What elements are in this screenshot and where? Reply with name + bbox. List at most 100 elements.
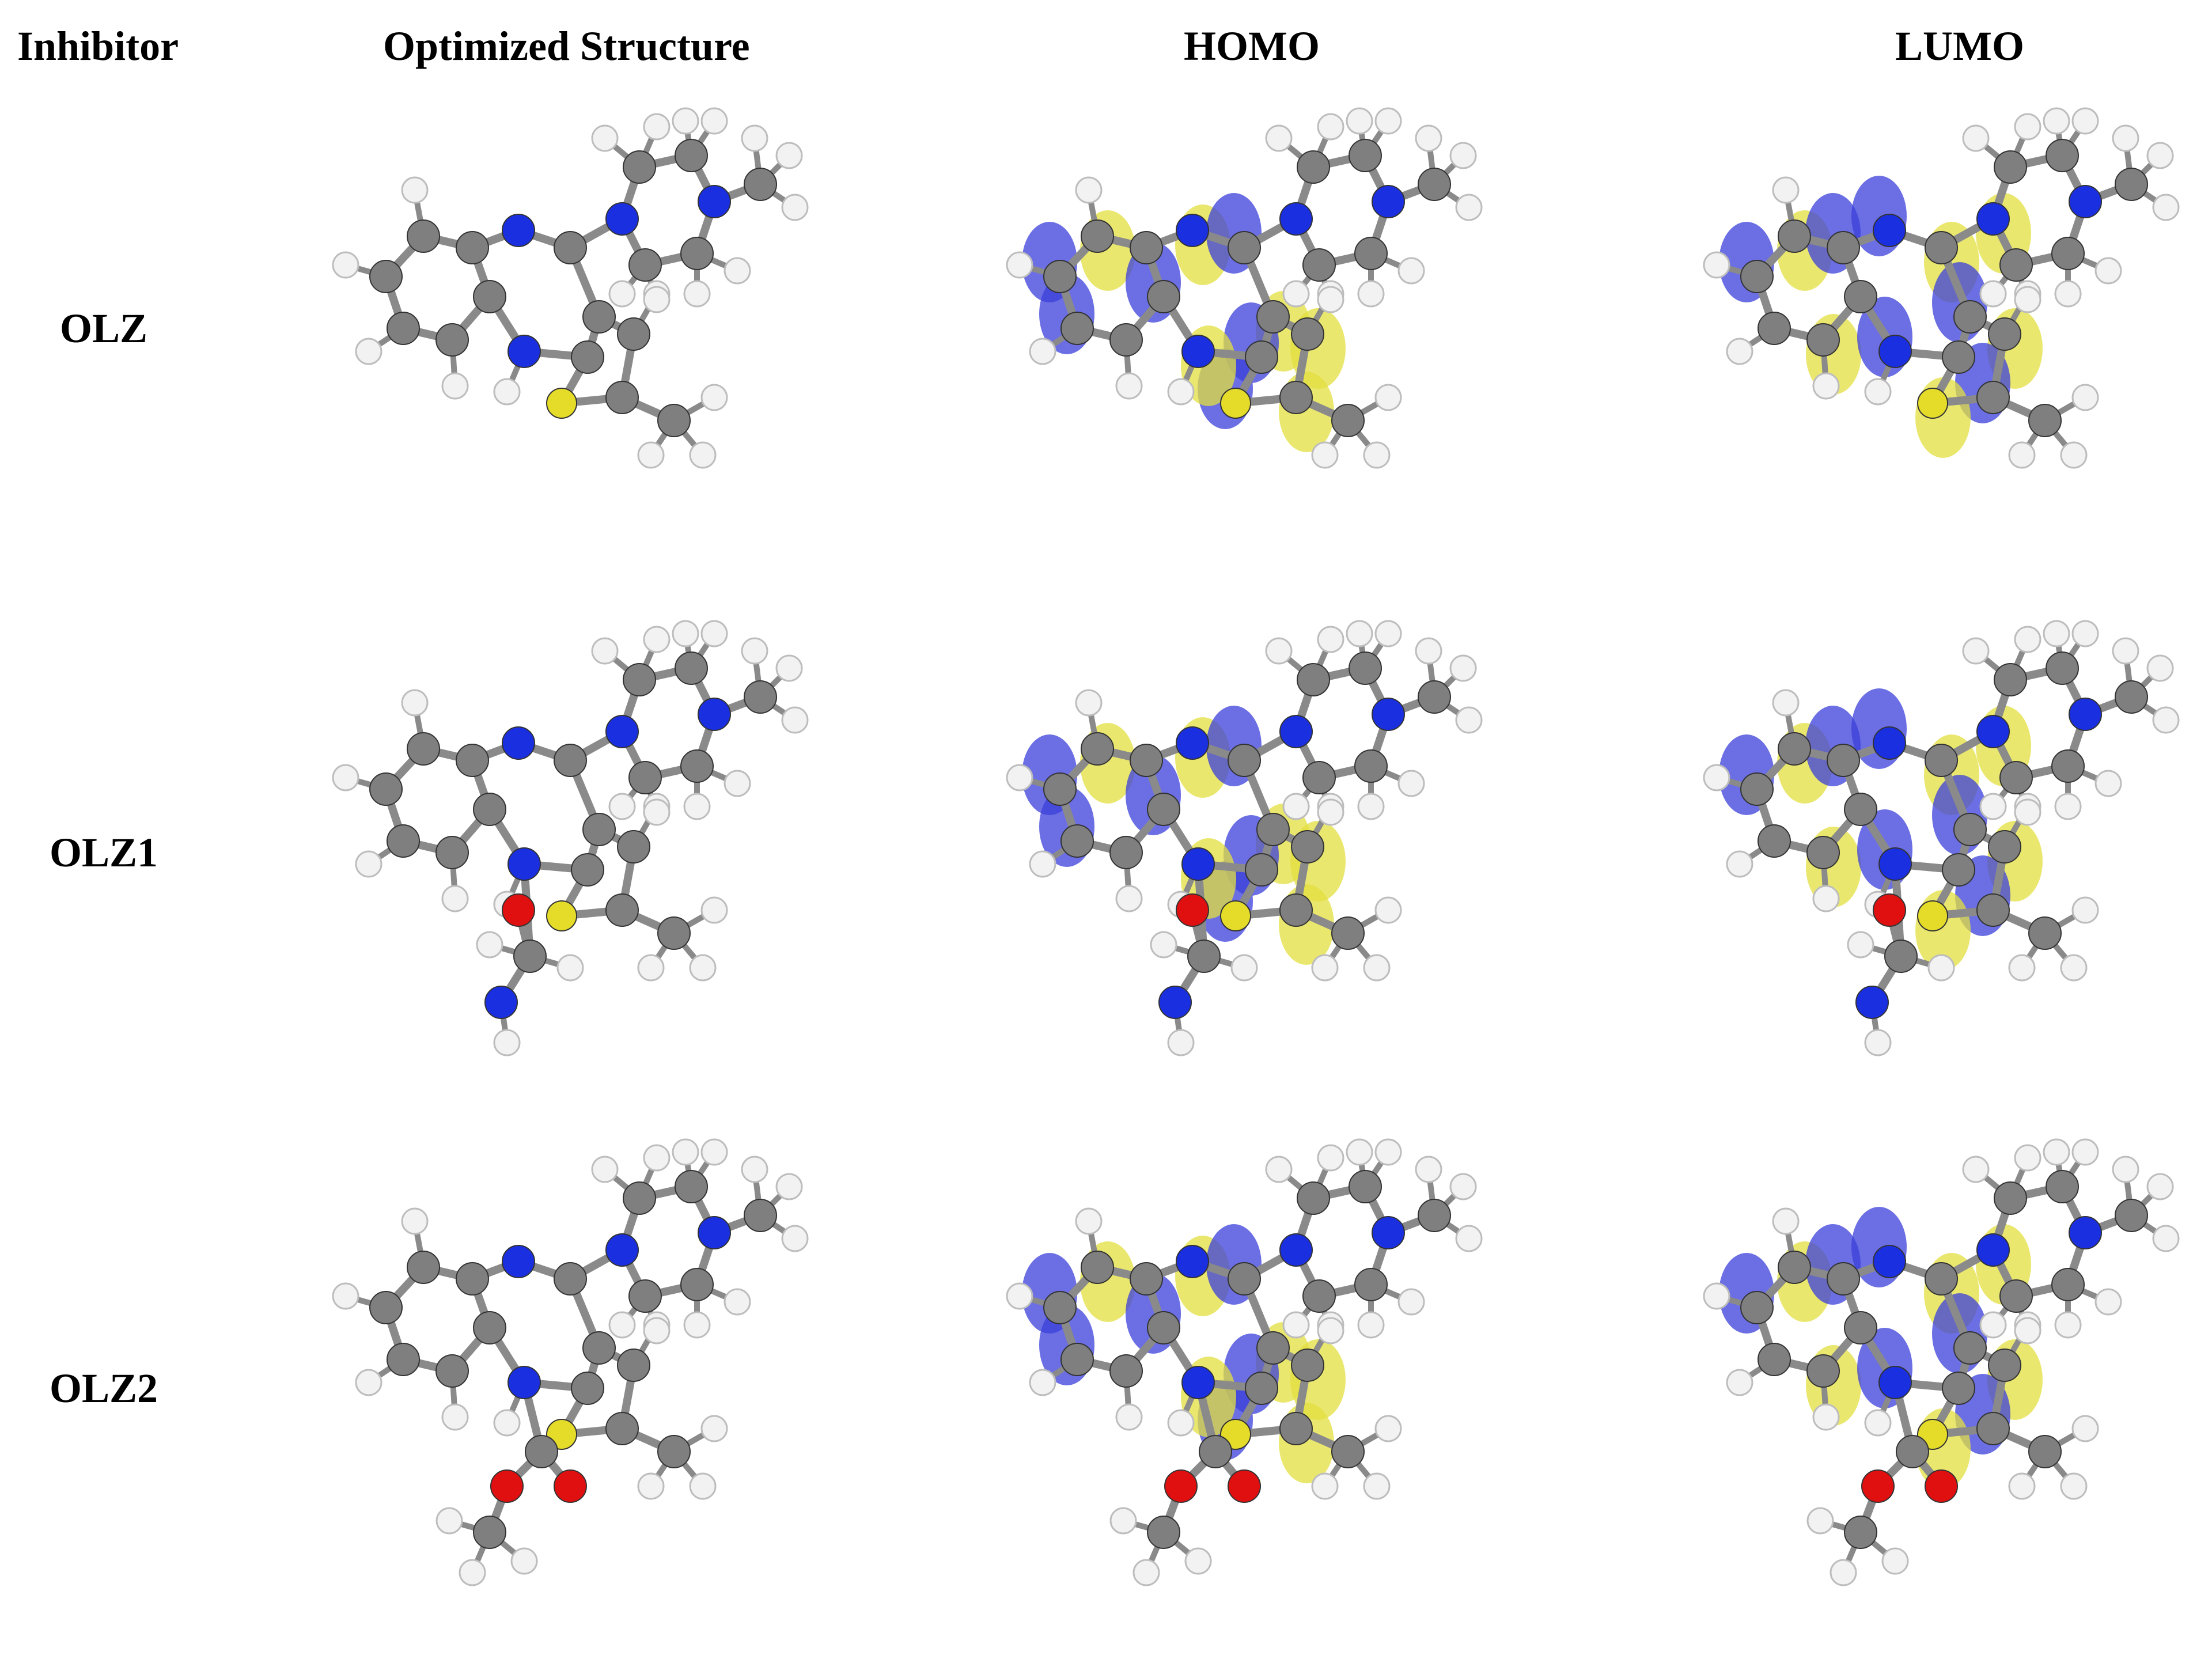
- hydrogen-atom: [1006, 764, 1033, 791]
- hydrogen-atom: [2152, 1225, 2180, 1252]
- carbon-atom: [1081, 219, 1114, 253]
- hydrogen-atom: [2054, 1311, 2082, 1339]
- carbon-atom: [1291, 317, 1324, 351]
- nitrogen-atom: [1181, 1366, 1215, 1399]
- hydrogen-atom: [643, 286, 671, 313]
- hydrogen-atom: [1449, 654, 1477, 682]
- hydrogen-atom: [435, 1507, 463, 1535]
- carbon-atom: [1778, 732, 1811, 766]
- row-label-olz: OLZ: [59, 305, 148, 351]
- hydrogen-atom: [683, 1311, 711, 1339]
- nitrogen-atom: [1279, 715, 1313, 748]
- hydrogen-atom: [1115, 372, 1143, 400]
- carbon-atom: [1942, 1372, 1975, 1405]
- nitrogen-atom: [1878, 847, 1912, 881]
- carbon-atom: [2028, 916, 2062, 950]
- carbon-atom: [1147, 793, 1180, 826]
- hydrogen-atom: [1979, 280, 2007, 308]
- hydrogen-atom: [1075, 689, 1103, 717]
- hydrogen-atom: [2112, 1156, 2139, 1183]
- nitrogen-atom: [698, 1216, 731, 1249]
- carbon-atom: [1844, 793, 1877, 826]
- hydrogen-atom: [2152, 194, 2180, 221]
- molecule-homo-image: [1006, 620, 1483, 1056]
- hydrogen-atom: [556, 954, 584, 982]
- carbon-atom: [1418, 1199, 1451, 1232]
- hydrogen-atom: [355, 1369, 382, 1396]
- hydrogen-atom: [683, 793, 711, 820]
- carbon-atom: [1418, 680, 1451, 714]
- hydrogen-atom: [741, 1156, 768, 1183]
- carbon-atom: [1081, 1251, 1114, 1284]
- molecule: [1006, 620, 1483, 1056]
- hydrogen-atom: [2094, 770, 2122, 797]
- molecule: [332, 107, 809, 469]
- hydrogen-atom: [2094, 257, 2122, 285]
- carbon-atom: [369, 1291, 403, 1324]
- hydrogen-atom: [1864, 378, 1892, 406]
- molecule: [1703, 107, 2180, 469]
- hydrogen-atom: [1415, 637, 1442, 665]
- carbon-atom: [1279, 381, 1313, 414]
- carbon-atom: [1778, 219, 1811, 253]
- carbon-atom: [513, 940, 547, 973]
- hydrogen-atom: [689, 1472, 717, 1500]
- atoms: [1703, 107, 2180, 469]
- nitrogen-atom: [507, 847, 541, 881]
- molecule: [1006, 1138, 1483, 1586]
- carbon-atom: [744, 1199, 777, 1232]
- nitrogen-atom: [1279, 1233, 1313, 1267]
- hydrogen-atom: [1881, 1547, 1909, 1575]
- carbon-atom: [623, 150, 656, 184]
- carbon-atom: [2028, 1435, 2062, 1468]
- carbon-atom: [657, 1435, 691, 1468]
- carbon-atom: [1291, 830, 1324, 863]
- hydrogen-atom: [643, 1317, 671, 1344]
- carbon-atom: [1109, 836, 1143, 869]
- carbon-atom: [582, 813, 616, 846]
- hydrogen-atom: [1397, 1288, 1425, 1316]
- carbon-atom: [2051, 749, 2085, 783]
- hydrogen-atom: [608, 1311, 636, 1339]
- hydrogen-atom: [1363, 1472, 1391, 1500]
- hydrogen-atom: [741, 637, 768, 665]
- carbon-atom: [407, 1251, 440, 1284]
- molecule-optimized-image: [332, 620, 809, 1056]
- hydrogen-atom: [1703, 764, 1730, 791]
- hydrogen-atom: [1311, 954, 1339, 982]
- hydrogen-atom: [1455, 194, 1483, 221]
- hydrogen-atom: [1282, 280, 1310, 308]
- carbon-atom: [387, 1343, 420, 1376]
- hydrogen-atom: [1357, 280, 1385, 308]
- hydrogen-atom: [1812, 885, 1840, 912]
- hydrogen-atom: [1006, 1282, 1033, 1310]
- carbon-atom: [2028, 404, 2062, 437]
- nitrogen-atom: [2069, 698, 2102, 731]
- carbon-atom: [2051, 1268, 2085, 1301]
- carbon-atom: [680, 1268, 714, 1301]
- carbon-atom: [605, 1412, 639, 1445]
- hydrogen-atom: [1415, 124, 1442, 152]
- carbon-atom: [1953, 1331, 1987, 1365]
- carbon-atom: [2115, 168, 2148, 201]
- hydrogen-atom: [1357, 793, 1385, 820]
- oxygen-atom: [1925, 1469, 1958, 1503]
- hydrogen-atom: [1317, 626, 1344, 653]
- carbon-atom: [1302, 248, 1336, 282]
- carbon-atom: [1130, 231, 1163, 264]
- sulfur-atom: [1917, 388, 1948, 419]
- carbon-atom: [1884, 940, 1918, 973]
- nitrogen-atom: [1878, 335, 1912, 368]
- hydrogen-atom: [1167, 1409, 1195, 1437]
- hydrogen-atom: [608, 793, 636, 820]
- carbon-atom: [369, 772, 403, 806]
- nitrogen-atom: [1372, 185, 1405, 218]
- hydrogen-atom: [1397, 257, 1425, 285]
- hydrogen-atom: [672, 107, 699, 135]
- hydrogen-atom: [332, 1282, 359, 1310]
- carbon-atom: [1109, 1354, 1143, 1388]
- carbon-atom: [1740, 260, 1774, 293]
- carbon-atom: [1256, 813, 1290, 846]
- panel-olz2-lumo: [1671, 1129, 2212, 1636]
- hydrogen-atom: [1346, 620, 1373, 647]
